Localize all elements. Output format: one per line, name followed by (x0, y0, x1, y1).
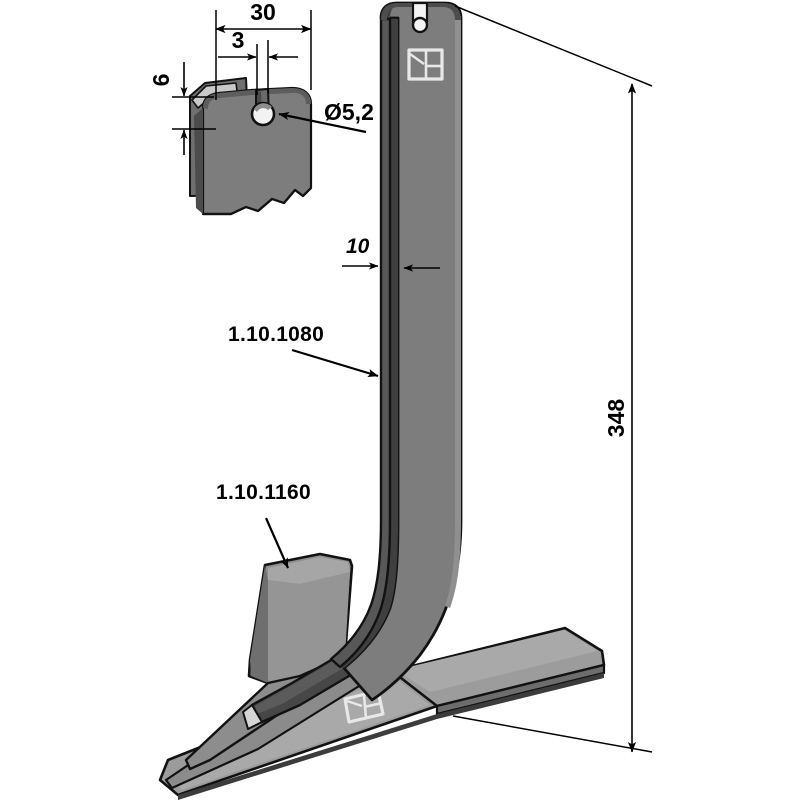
dimension-348-label: 348 (603, 399, 629, 438)
dimension-6: 6 (148, 62, 216, 155)
detail-left-side (194, 108, 203, 214)
share-ramp-left-side (250, 565, 268, 683)
callout-shank-part-number: 1.10.1080 (228, 323, 379, 378)
logo-shank (407, 48, 444, 81)
share-ramp-front-face (268, 572, 350, 683)
blade-front-edge-band (178, 673, 604, 800)
shank-right-highlight (445, 16, 461, 608)
dimension-10: 10 (342, 235, 440, 272)
shank-left-edge-band (340, 3, 404, 668)
dimension-3-label: 3 (232, 27, 245, 53)
detail-top-face (203, 88, 311, 109)
dimension-6-label: 6 (148, 74, 174, 87)
dimension-30: 30 (215, 0, 312, 100)
dimension-3: 3 (218, 27, 298, 95)
shank-tip-endcap (242, 704, 263, 730)
dimension-30-label: 30 (250, 0, 276, 25)
share-ramp-top-facet (268, 557, 350, 584)
dimension-hole-diameter: Ø5,2 (278, 99, 374, 134)
shank (329, 1, 463, 702)
shank-top-hole (411, 16, 429, 34)
dimension-10-label: 10 (346, 235, 370, 258)
callout-share-part-number: 1.10.1160 (216, 481, 311, 569)
shank-left-edge-band-2 (329, 17, 392, 669)
callout-shank-part-number-label: 1.10.1080 (228, 323, 324, 346)
callout-share-part-number-label: 1.10.1160 (216, 481, 311, 504)
dimension-hole-diameter-label: Ø5,2 (324, 99, 374, 125)
detail-hole-shading (254, 103, 272, 112)
mounting-head-detail: 30 3 6 Ø5,2 (148, 0, 374, 216)
dimension-348: 348 (452, 5, 653, 753)
detail-break-edge (203, 187, 312, 216)
blade-right-wing-highlight (396, 630, 598, 692)
sweep-blade (158, 552, 606, 800)
